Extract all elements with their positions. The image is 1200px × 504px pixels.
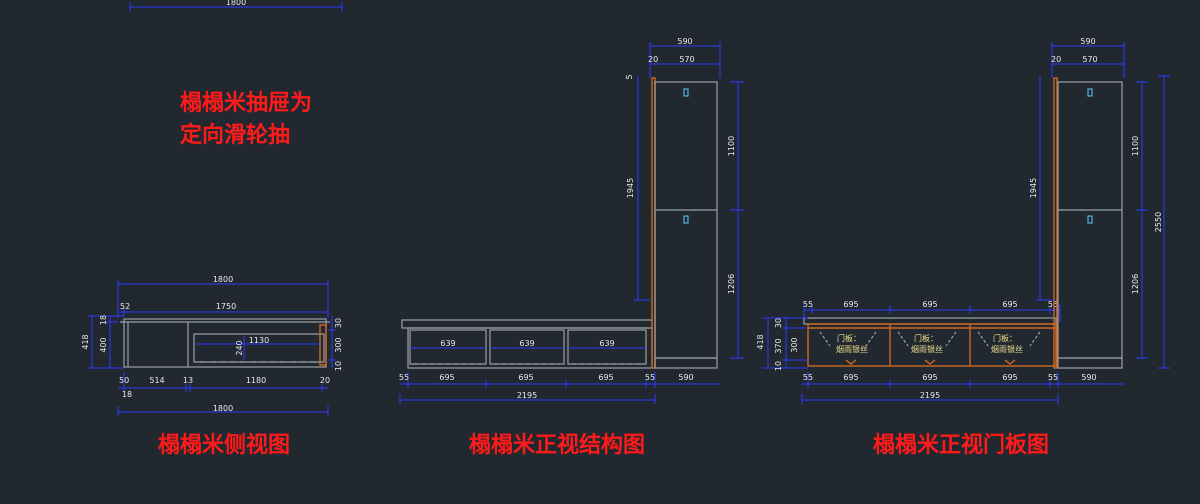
dim-cab-570: 570 bbox=[679, 55, 694, 64]
dim-cab-1206: 1206 bbox=[1131, 274, 1140, 294]
dim-overall-2195: 2195 bbox=[517, 391, 537, 400]
door-handle-3 bbox=[1004, 359, 1016, 365]
door-cabinet-side-board bbox=[1053, 77, 1058, 369]
dim-cab-570: 570 bbox=[1082, 55, 1097, 64]
dim-right-300: 300 bbox=[334, 337, 343, 352]
dim-right-30: 30 bbox=[334, 318, 343, 328]
dim-bottom-18: 18 bbox=[122, 390, 132, 399]
dim-bottom-695-2: 695 bbox=[518, 373, 533, 382]
dim-bottom-695-3: 695 bbox=[1002, 373, 1017, 382]
door-cabinet-base bbox=[1057, 357, 1123, 369]
dim-bottom-695-2: 695 bbox=[922, 373, 937, 382]
door-handle-1 bbox=[845, 359, 857, 365]
dim-top-55-left: 55 bbox=[803, 300, 813, 309]
dim-top-partial: 1800 bbox=[226, 0, 246, 7]
dim-cab-5: 5 bbox=[625, 74, 634, 79]
dim-cab-590: 590 bbox=[677, 37, 692, 46]
dim-cab-2550: 2550 bbox=[1154, 212, 1163, 232]
dim-bottom-55-right: 55 bbox=[1048, 373, 1058, 382]
dim-top-55-right: 55 bbox=[1048, 300, 1058, 309]
dim-cab-1100: 1100 bbox=[727, 136, 736, 156]
door-1-label-1: 门板： bbox=[837, 333, 861, 343]
dim-bottom-50: 50 bbox=[119, 376, 129, 385]
dim-cab-1945: 1945 bbox=[626, 178, 635, 198]
dim-bottom-55-left: 55 bbox=[803, 373, 813, 382]
dim-top-overall: 1800 bbox=[213, 275, 233, 284]
dim-cab-20: 20 bbox=[648, 55, 658, 64]
door-handle-upper bbox=[1087, 88, 1093, 97]
dim-bottom-695-1: 695 bbox=[843, 373, 858, 382]
dim-cab-1945: 1945 bbox=[1029, 178, 1038, 198]
dim-top-1750: 1750 bbox=[216, 302, 236, 311]
dim-bottom-590: 590 bbox=[1081, 373, 1096, 382]
door-handle-2 bbox=[924, 359, 936, 365]
dim-cab-1100: 1100 bbox=[1131, 136, 1140, 156]
dim-cab-590: 590 bbox=[1080, 37, 1095, 46]
dim-left-418: 418 bbox=[81, 334, 90, 349]
side-view-title: 榻榻米侧视图 bbox=[158, 432, 290, 458]
dim-left-418: 418 bbox=[756, 334, 765, 349]
front-door-title: 榻榻米正视门板图 bbox=[873, 432, 1049, 458]
note-line-2: 定向滑轮抽 bbox=[180, 122, 290, 148]
dim-top-52: 52 bbox=[120, 302, 130, 311]
dim-bottom-1180: 1180 bbox=[246, 376, 266, 385]
note-line-1: 榻榻米抽屉为 bbox=[180, 90, 312, 116]
dim-bottom-695-1: 695 bbox=[439, 373, 454, 382]
dim-inner-1130: 1130 bbox=[249, 336, 269, 345]
dim-bottom-695-3: 695 bbox=[598, 373, 613, 382]
dim-drawer-1: 639 bbox=[440, 339, 455, 348]
door-handle-lower bbox=[1087, 215, 1093, 224]
dim-bottom-55-left: 55 bbox=[399, 373, 409, 382]
dim-bottom-20: 20 bbox=[320, 376, 330, 385]
dim-drawer-3: 639 bbox=[599, 339, 614, 348]
handle-lower bbox=[683, 215, 689, 224]
dim-top-695-1: 695 bbox=[843, 300, 858, 309]
door-2-label-2: 烟雨银丝 bbox=[911, 344, 943, 354]
dim-bottom-55-right: 55 bbox=[645, 373, 655, 382]
side-door-edge bbox=[319, 324, 327, 366]
handle-upper bbox=[683, 88, 689, 97]
dim-cab-1206: 1206 bbox=[727, 274, 736, 294]
dim-left-400: 400 bbox=[99, 337, 108, 352]
dim-left-18: 18 bbox=[99, 315, 108, 325]
side-drawer bbox=[193, 333, 325, 363]
dim-overall-2195: 2195 bbox=[920, 391, 940, 400]
dim-top-695-2: 695 bbox=[922, 300, 937, 309]
side-view: 1800 1800 52 1750 1130 240 418 18 400 bbox=[81, 0, 343, 458]
door-2-label-1: 门板： bbox=[914, 333, 938, 343]
dim-left-300: 300 bbox=[790, 337, 799, 352]
dim-inner-240: 240 bbox=[235, 340, 244, 355]
dim-left-370: 370 bbox=[774, 338, 783, 353]
dim-bottom-overall: 1800 bbox=[213, 404, 233, 413]
dim-bottom-13: 13 bbox=[183, 376, 193, 385]
dim-left-10: 10 bbox=[774, 361, 783, 371]
dim-bottom-590: 590 bbox=[678, 373, 693, 382]
cabinet-base bbox=[654, 357, 718, 369]
dim-right-10: 10 bbox=[334, 361, 343, 371]
front-door-view: 55 695 695 695 55 门板： 烟雨银丝 门板： 烟雨银丝 门板： … bbox=[756, 37, 1170, 458]
door-frame bbox=[807, 323, 1057, 367]
dim-left-30: 30 bbox=[774, 318, 783, 328]
dim-bottom-514: 514 bbox=[149, 376, 164, 385]
front-structure-view: 639 639 639 590 20 570 5 1945 1100 1206 bbox=[399, 37, 744, 458]
door-3-label-2: 烟雨银丝 bbox=[991, 344, 1023, 354]
dim-drawer-2: 639 bbox=[519, 339, 534, 348]
dim-cab-20: 20 bbox=[1051, 55, 1061, 64]
front-structure-title: 榻榻米正视结构图 bbox=[469, 432, 645, 458]
door-3-label-1: 门板： bbox=[993, 333, 1017, 343]
dim-top-695-3: 695 bbox=[1002, 300, 1017, 309]
door-1-label-2: 烟雨银丝 bbox=[836, 344, 868, 354]
